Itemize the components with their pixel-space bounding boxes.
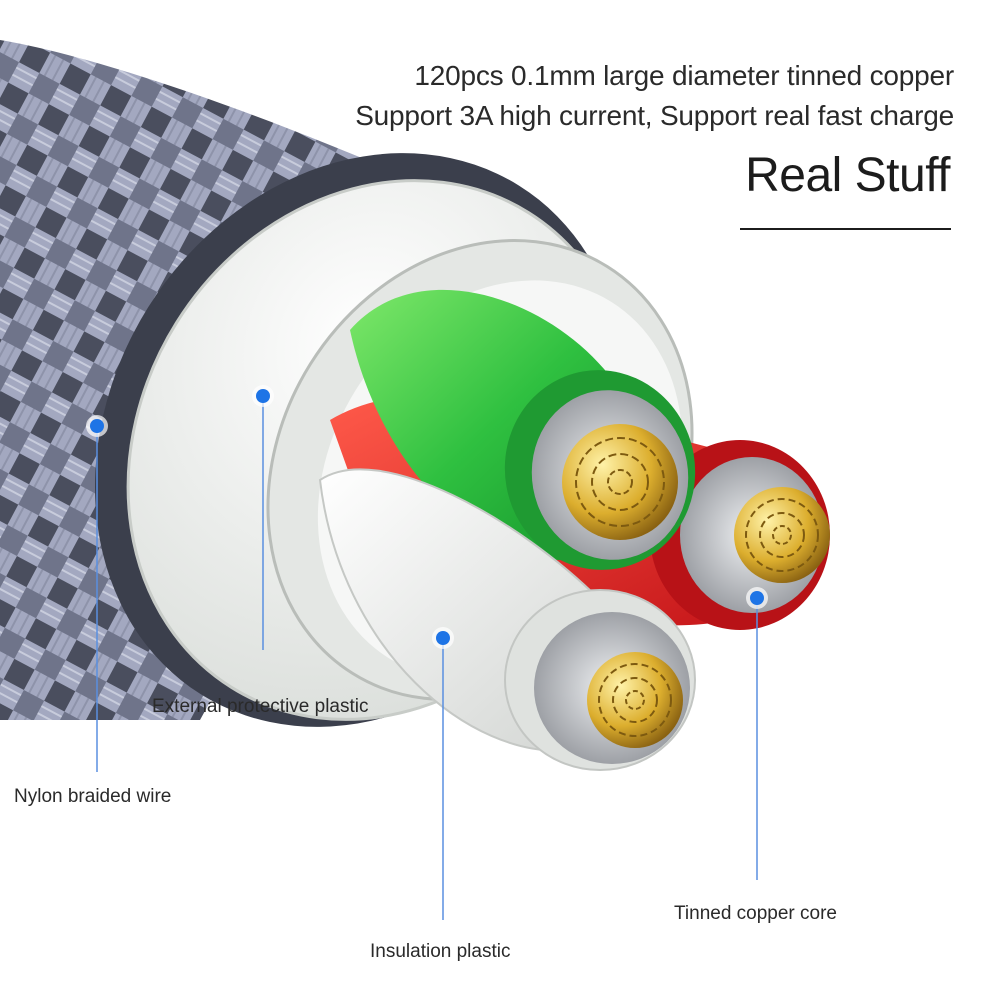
- headline-line-1: 120pcs 0.1mm large diameter tinned coppe…: [414, 60, 954, 91]
- headline-line-2: Support 3A high current, Support real fa…: [355, 100, 954, 131]
- copper-core-green: [562, 424, 678, 540]
- copper-core-red: [734, 487, 830, 583]
- title-underline: [740, 228, 951, 230]
- label-insulation-plastic: Insulation plastic: [370, 941, 511, 962]
- label-external-protective-plastic: External protective plastic: [152, 696, 369, 717]
- label-tinned-copper-core: Tinned copper core: [674, 903, 838, 924]
- label-nylon-braided-wire: Nylon braided wire: [14, 786, 172, 807]
- copper-core-white: [587, 652, 683, 748]
- headline: 120pcs 0.1mm large diameter tinned coppe…: [355, 56, 954, 136]
- page-title: Real Stuff: [745, 149, 950, 202]
